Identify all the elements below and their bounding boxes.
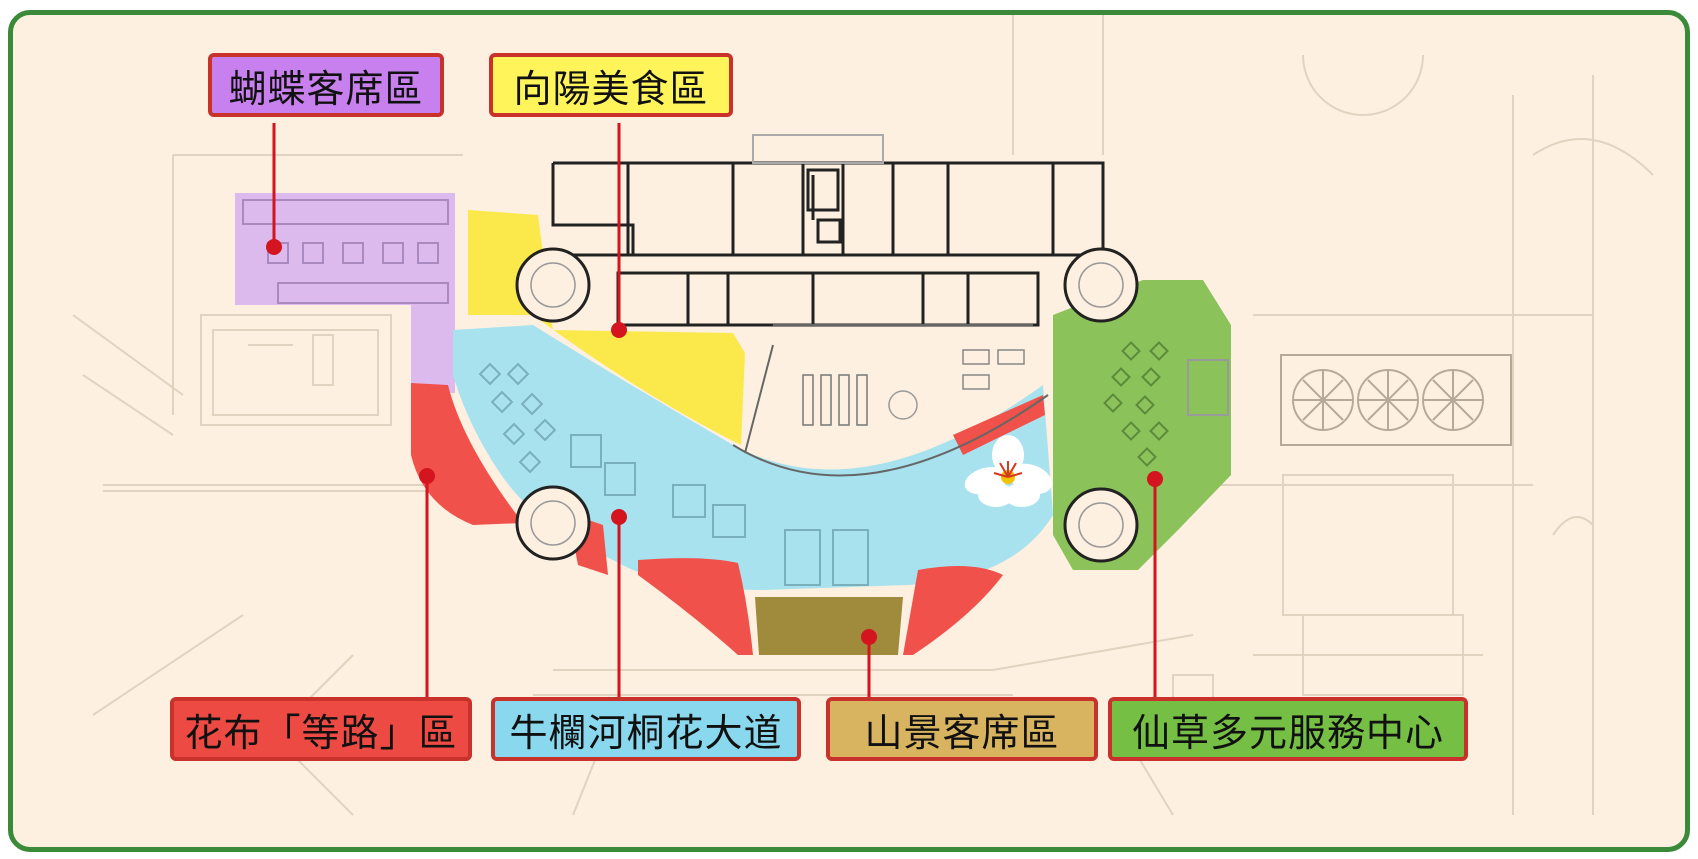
zone-mountain [755, 597, 903, 655]
floor-plan [72, 15, 1654, 816]
map-frame: 蝴蝶客席區 向陽美食區 花布「等路」區 牛欄河桐花大道 山景客席區 仙草多元服務… [8, 10, 1690, 852]
butterfly-furniture [242, 199, 449, 304]
zone-floral-right [903, 566, 1003, 655]
stair-towers [515, 247, 1139, 563]
avenue-furniture [478, 362, 869, 586]
label-mountain-view-seating[interactable]: 山景客席區 [826, 697, 1098, 761]
leader-lines [272, 123, 1157, 705]
building-walls [551, 134, 1105, 477]
zone-floral-strip [953, 395, 1045, 455]
zone-floral-left [411, 383, 523, 525]
location-pin-icon [266, 239, 1163, 645]
label-grass-jelly-service-center[interactable]: 仙草多元服務中心 [1108, 697, 1468, 761]
zone-floral-mid [638, 558, 753, 655]
label-floral-cloth-souvenir[interactable]: 花布「等路」區 [170, 697, 472, 761]
ventilation-fans [1280, 354, 1512, 446]
tung-blossom-icon [964, 435, 1052, 507]
service-furniture [1103, 341, 1229, 467]
zone-avenue [453, 325, 1053, 590]
label-sunny-food-court[interactable]: 向陽美食區 [489, 53, 733, 117]
label-niulanhe-tung-avenue[interactable]: 牛欄河桐花大道 [491, 697, 801, 761]
label-butterfly-seating[interactable]: 蝴蝶客席區 [208, 53, 444, 117]
background-linework [72, 15, 1654, 816]
